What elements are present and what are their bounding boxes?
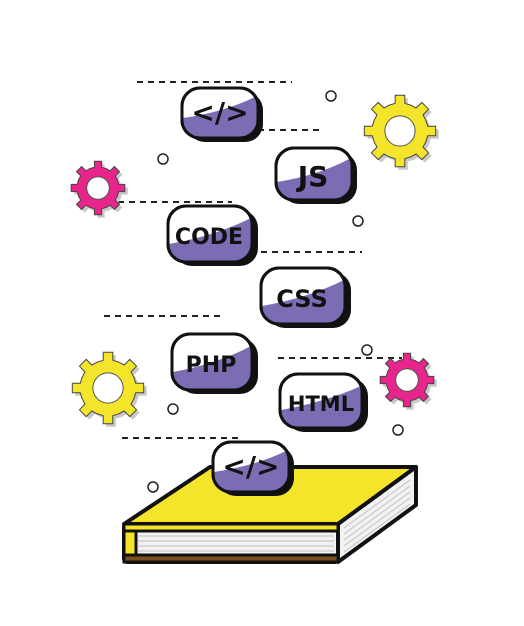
gear-icon [379,352,437,410]
tag-code-symbol-top: </> [180,86,263,142]
book-icon [122,465,418,564]
gear-icon [363,94,439,170]
book-spine-band [122,522,340,533]
tag-code: CODE [166,204,258,266]
tag-html: HTML [278,372,368,432]
dot-circle [352,215,364,227]
dot-circle [157,153,169,165]
dot-circle [167,403,179,415]
tag-label: JS [296,160,329,193]
dot-circle [361,344,373,356]
tag-css: CSS [259,266,351,328]
tag-js: JS [274,146,357,204]
small-circles [147,90,404,493]
tag-php: PHP [170,332,258,394]
gear-icon [70,160,128,218]
gear-icon [71,351,147,427]
book-spine-bottom [122,553,340,564]
dashed-lines [104,81,402,439]
tag-label: PHP [186,353,237,378]
tags: </> JS CODE CSS PHP [166,86,368,496]
gears [70,94,439,427]
tag-label: </> [191,96,248,129]
tag-label: CSS [276,285,328,313]
dot-circle [147,481,159,493]
tag-code-symbol-bottom: </> [211,440,294,496]
tag-label: HTML [288,392,354,416]
tag-label: </> [222,450,279,483]
tag-label: CODE [175,225,243,250]
dot-circle [392,424,404,436]
dot-circle [325,90,337,102]
